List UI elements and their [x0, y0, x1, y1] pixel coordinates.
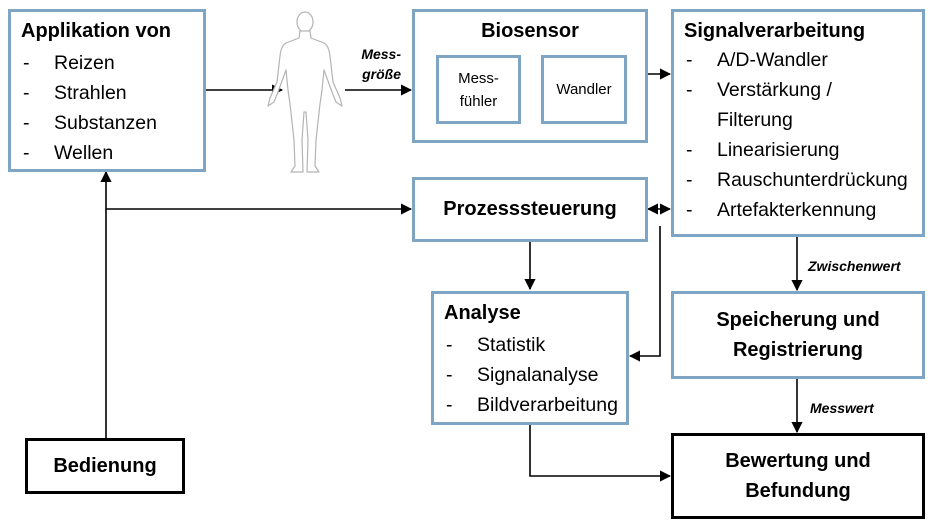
wandler-box: Wandler: [541, 55, 627, 124]
signalverarbeitung-item: Artefakterkennung: [684, 195, 908, 225]
prozesssteuerung-title: Prozesssteuerung: [443, 198, 617, 220]
prozesssteuerung-box: Prozesssteuerung: [412, 177, 648, 242]
analyse-item: Statistik: [444, 330, 618, 360]
application-title: Applikation von: [21, 20, 171, 42]
analyse-list: Statistik Signalanalyse Bildverarbeitung: [444, 330, 618, 420]
application-box: Applikation von Reizen Strahlen Substanz…: [8, 9, 206, 172]
signalverarbeitung-item: Verstärkung /: [684, 75, 908, 105]
analyse-item: Signalanalyse: [444, 360, 618, 390]
signalverarbeitung-box: Signalverarbeitung A/D-WandlerVerstärkun…: [671, 9, 925, 237]
application-item: Strahlen: [21, 78, 157, 108]
arrow-signal-to-analyse: [628, 226, 661, 362]
signalverarbeitung-title: Signalverarbeitung: [684, 20, 866, 42]
zwischenwert-label: Zwischenwert: [808, 258, 901, 274]
signalverarbeitung-item: Rauschunterdrückung: [684, 165, 908, 195]
bedienung-title: Bedienung: [53, 454, 157, 477]
human-body-icon: [267, 11, 343, 173]
signalverarbeitung-item: Filterung: [717, 109, 793, 131]
bewertung-box: Bewertung und Befundung: [671, 433, 925, 519]
biosensor-title: Biosensor: [481, 20, 579, 42]
analyse-box: Analyse Statistik Signalanalyse Bildvera…: [431, 291, 629, 425]
application-item: Reizen: [21, 48, 157, 78]
messfuehler-box: Mess- fühler: [436, 55, 521, 124]
bedienung-box: Bedienung: [25, 438, 185, 494]
application-list: Reizen Strahlen Substanzen Wellen: [21, 48, 157, 168]
analyse-item: Bildverarbeitung: [444, 390, 618, 420]
application-item: Wellen: [21, 138, 157, 168]
analyse-title: Analyse: [444, 302, 521, 324]
signalverarbeitung-item: A/D-Wandler: [684, 45, 908, 75]
arrow-analyse-to-bewertung: [529, 425, 672, 482]
signalverarbeitung-list: A/D-WandlerVerstärkung / FilterungLineari…: [684, 45, 908, 225]
signalverarbeitung-item: Linearisierung: [684, 135, 908, 165]
messgroesse-label: Mess- größe: [361, 46, 401, 82]
speicherung-box: Speicherung und Registrierung: [671, 291, 925, 379]
biosensor-box: Biosensor Mess- fühler Wandler: [412, 9, 648, 143]
messwert-label: Messwert: [810, 400, 874, 416]
application-item: Substanzen: [21, 108, 157, 138]
